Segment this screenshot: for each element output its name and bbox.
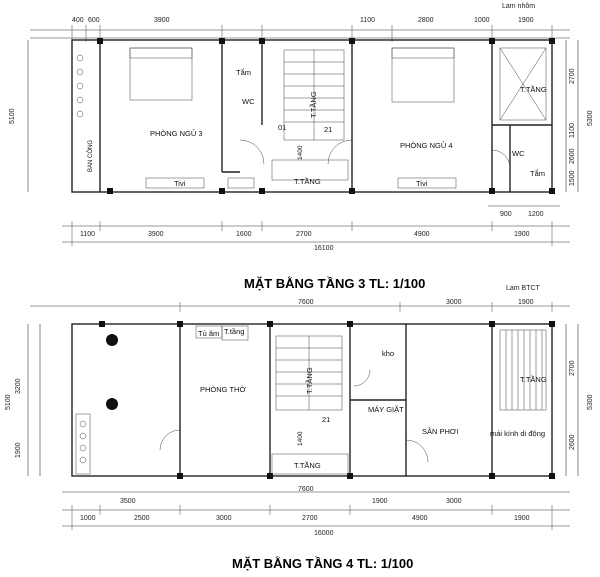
plan3-bath-right: Tắm	[530, 169, 545, 178]
plan4-inner-dim-2: 7600	[298, 486, 314, 493]
plan3-dim1400: 1400	[297, 145, 304, 160]
plan4-bottom-total: 16000	[314, 530, 334, 537]
plan4-top-dim-2: 3000	[446, 299, 462, 306]
plan3-right-dim-3: 2600	[569, 148, 576, 164]
plan4-group: Lam BTCT 7600 3000 1900	[5, 285, 594, 571]
plan4-inner-dim-4: 3000	[446, 498, 462, 505]
plan3-top-dim-1: 400	[72, 17, 84, 24]
plan3-void-right: T.TẦNG	[520, 84, 547, 94]
plan4-stair	[271, 335, 349, 475]
plan3-top-dim-4: 1100	[360, 17, 375, 24]
plan3-top-dim-6: 1000	[474, 17, 490, 24]
plan4-bottom-dim-3: 3000	[216, 515, 232, 522]
plan4-stair-down: T.TẦNG	[294, 460, 321, 470]
plan3-bottom-dim-6: 1900	[514, 231, 530, 238]
plan3-step01: 01	[278, 123, 286, 132]
plan3-bottom-dim-1: 1100	[80, 231, 95, 238]
plan3-bed-left	[129, 47, 193, 101]
plan4-washer: MÁY GIẶT	[368, 405, 404, 414]
plan3-right-dim-2: 1100	[569, 123, 576, 138]
plan3-top-dim-7: 1900	[518, 17, 534, 24]
plan4-inner-dim-1: 3500	[120, 498, 136, 505]
plan3-right-dim-4: 1500	[569, 170, 576, 186]
plan4-bottom-dim-1: 1000	[80, 515, 96, 522]
plan4-right-dim-3: 5300	[587, 394, 594, 410]
plan4-bottom-dim-5: 4900	[412, 515, 428, 522]
plan3-stair-up: T.TẦNG	[308, 91, 318, 118]
plan4-right-dim-2: 2600	[569, 434, 576, 450]
plan4-glass-roof	[499, 329, 547, 411]
plan4-bottom-dim-2: 2500	[134, 515, 150, 522]
plan4-inner-dim-3: 1900	[372, 498, 388, 505]
plan4-cabinet: Tủ âm	[198, 329, 219, 338]
plan4-stair-up: T.TẦNG	[304, 367, 314, 394]
plan4-left-dim-3: 5100	[5, 394, 12, 410]
plan3-top-dim-3: 3900	[154, 17, 170, 24]
plan4-drying: SÂN PHƠI	[422, 427, 458, 436]
plan3-balcony: BAN CÔNG	[87, 140, 94, 172]
plan3-bottom-dim-3: 1600	[236, 231, 252, 238]
plan4-bottom-dim-4: 2700	[302, 515, 318, 522]
plan3-wc-left: WC	[242, 97, 255, 106]
plan4-stair-small: T.tầng	[224, 327, 244, 336]
plan4-step21: 21	[322, 415, 330, 424]
plan3-top-dim-2: 600	[88, 17, 100, 24]
plan3-bottom-sub-2: 1200	[528, 211, 544, 218]
plan3-group: 400 600 3900 1100 2800 1000 1900 Lam nhô…	[9, 3, 594, 291]
plan4-left-dim-1: 3200	[15, 378, 22, 394]
plan4-left-dim-2: 1900	[15, 442, 22, 458]
plan3-right-dim-5: 5300	[587, 110, 594, 126]
plan4-top-note: Lam BTCT	[506, 285, 541, 292]
plan3-title: MẶT BẰNG TẦNG 3 TL: 1/100	[244, 276, 425, 291]
plan4-top-dim-1: 7600	[298, 299, 314, 306]
plan3-bedroom4: PHÒNG NGỦ 4	[400, 141, 453, 150]
plan3-stair-down: T.TẦNG	[294, 176, 321, 186]
plan3-tv-left: Tivi	[174, 179, 186, 188]
plan3-top-note: Lam nhôm	[502, 3, 535, 10]
plan3-wc-right: WC	[512, 149, 525, 158]
plan3-bottom-total: 16100	[314, 245, 334, 252]
plan4-void-right: T.TẦNG	[520, 374, 547, 384]
plan4-title: MẶT BẰNG TẦNG 4 TL: 1/100	[232, 556, 413, 571]
plan3-top-dim-5: 2800	[418, 17, 434, 24]
plan4-dim1400: 1400	[297, 431, 304, 446]
plan3-bedroom3: PHÒNG NGỦ 3	[150, 129, 203, 138]
plan4-glass-roof-label: mái kính di động	[490, 429, 545, 438]
plan3-bottom-dim-5: 4900	[414, 231, 430, 238]
plan3-bed-right	[391, 47, 455, 103]
plan4-right-dim-1: 2700	[569, 360, 576, 376]
plan3-right-dim-1: 2700	[569, 68, 576, 84]
plan3-bottom-dim-4: 2700	[296, 231, 312, 238]
plan3-bottom-dim-2: 3900	[148, 231, 164, 238]
plan4-worship: PHÒNG THỜ	[200, 385, 246, 394]
plan3-stair	[271, 49, 349, 181]
plan3-bottom-sub-1: 900	[500, 211, 512, 218]
plan4-bottom-dim-6: 1900	[514, 515, 530, 522]
plan3-step21: 21	[324, 125, 332, 134]
plan3-planters	[76, 54, 84, 118]
plan3-tv-right: Tivi	[416, 179, 428, 188]
plan3-left-dim: 5100	[9, 108, 16, 124]
plan3-bath-left: Tắm	[236, 68, 251, 77]
plan4-top-dim-3: 1900	[518, 299, 534, 306]
plan4-storage: kho	[382, 349, 394, 358]
